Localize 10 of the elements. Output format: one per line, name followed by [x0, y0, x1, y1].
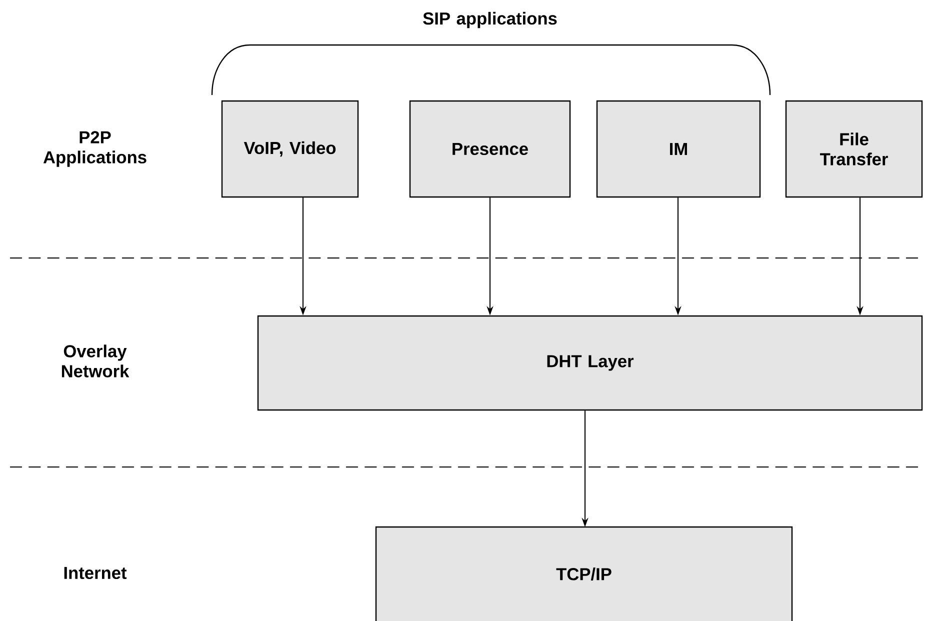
layer-box: IM — [596, 100, 761, 198]
layer-box: TCP/IP — [375, 526, 793, 621]
layer-label: Internet — [64, 566, 127, 580]
group-label: SIP applications — [423, 12, 557, 28]
layer-label: Overlay Network — [62, 344, 130, 378]
layer-box: Presence — [409, 100, 571, 198]
layer-box: File Transfer — [785, 100, 923, 198]
layer-box: DHT Layer — [257, 315, 923, 411]
layer-box: VoIP, Video — [221, 100, 359, 198]
layer-label: P2P Applications — [43, 131, 146, 167]
